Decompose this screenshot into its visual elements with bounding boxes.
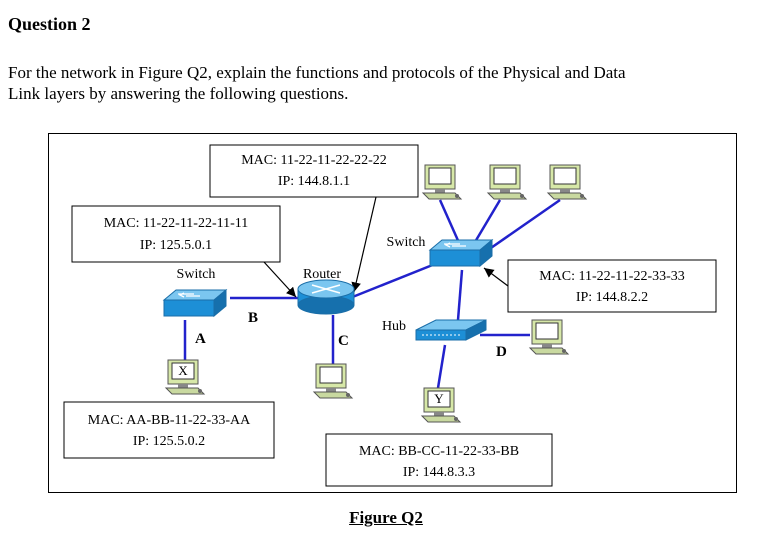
host-x-info-box — [63, 401, 275, 459]
right-switch-pointer-arrow — [483, 267, 509, 287]
host-y-label: Y — [434, 391, 444, 406]
hub-icon — [415, 319, 487, 341]
left-switch-label: Switch — [177, 267, 216, 282]
right-switch-info-box — [507, 259, 717, 313]
link-c-label: C — [338, 333, 349, 349]
router-left-pointer-arrow — [263, 261, 297, 298]
router-icon — [297, 279, 355, 315]
link-b-label: B — [248, 310, 258, 326]
link-switch-hub — [456, 269, 464, 321]
router-label: Router — [303, 267, 341, 282]
pc-3-icon — [547, 164, 587, 200]
right-switch-mac-text: MAC: 11-22-11-22-33-33 — [539, 269, 685, 284]
link-switch-pc1 — [438, 199, 462, 246]
question-text: For the network in Figure Q2, explain th… — [8, 62, 760, 104]
right-switch-label: Switch — [387, 235, 426, 250]
right-switch-ip-text: IP: 144.8.2.2 — [576, 290, 648, 305]
pc-2-icon — [487, 164, 527, 200]
figure-frame — [48, 133, 737, 493]
link-a-label: A — [195, 331, 206, 347]
question-title: Question 2 — [8, 14, 91, 34]
hub-label: Hub — [382, 319, 406, 334]
host-x-ip-text: IP: 125.5.0.2 — [133, 434, 205, 449]
host-y-ip-text: IP: 144.8.3.3 — [403, 465, 475, 480]
host-y-info-box — [325, 433, 553, 487]
network-links — [183, 198, 561, 389]
host-x-mac-text: MAC: AA-BB-11-22-33-AA — [88, 413, 251, 428]
left-switch-icon — [163, 289, 227, 317]
host-c-icon — [313, 363, 353, 399]
router-pointer-arrow — [351, 196, 377, 293]
question-line-2: Link layers by answering the following q… — [8, 84, 349, 103]
link-hub-y — [436, 344, 447, 389]
router-info-box — [209, 144, 419, 198]
link-switch-pc2 — [473, 199, 502, 243]
question-line-1: For the network in Figure Q2, explain th… — [8, 63, 626, 82]
left-switch-info-box — [71, 205, 281, 263]
host-x-label: X — [178, 363, 188, 378]
router-ip-text: IP: 144.8.1.1 — [278, 174, 350, 189]
pc-1-icon — [422, 164, 462, 200]
host-d-icon — [529, 319, 569, 355]
link-switch-pc3 — [487, 198, 561, 252]
left-switch-ip-text: IP: 125.5.0.1 — [140, 238, 212, 253]
right-switch-icon — [429, 239, 493, 267]
figure-caption: Figure Q2 — [349, 508, 423, 527]
left-switch-mac-text: MAC: 11-22-11-22-11-11 — [104, 216, 249, 231]
host-y-mac-text: MAC: BB-CC-11-22-33-BB — [359, 444, 519, 459]
link-router-switch — [349, 260, 441, 300]
router-mac-text: MAC: 11-22-11-22-22-22 — [241, 153, 387, 168]
link-d-label: D — [496, 344, 507, 360]
